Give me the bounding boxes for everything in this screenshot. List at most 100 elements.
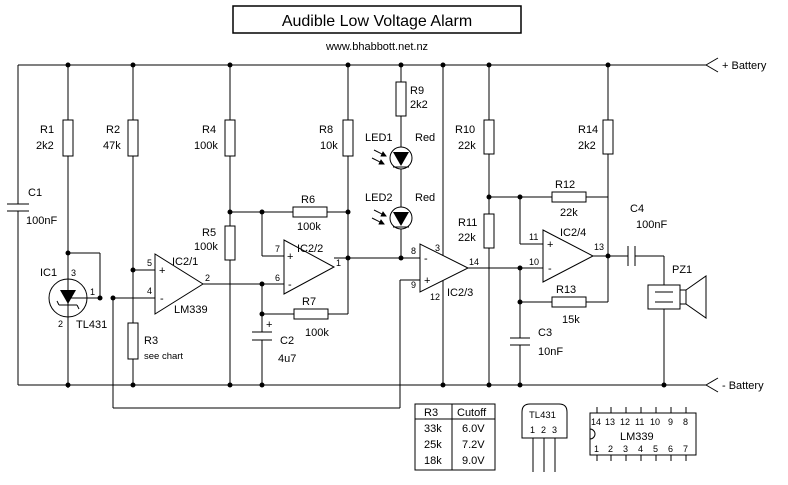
pz1-ref: PZ1 xyxy=(672,264,692,276)
lm339-bottom-pin-6: 6 xyxy=(668,444,673,454)
lm339-top-pin-13: 13 xyxy=(605,417,615,427)
r2-ref: R2 xyxy=(106,124,120,136)
resistor-r6 xyxy=(230,206,348,256)
c2-value: 4u7 xyxy=(278,353,296,365)
r9-value: 2k2 xyxy=(410,99,428,111)
r11-ref: R11 xyxy=(458,217,477,229)
r14-ref: R14 xyxy=(578,124,598,136)
source-url: www.bhabbott.net.nz xyxy=(325,41,428,53)
lm339-bottom-pin-4: 4 xyxy=(638,444,643,454)
resistor-r8 xyxy=(342,65,354,258)
r10-ref: R10 xyxy=(455,124,475,136)
comparator-ic2-3 xyxy=(113,65,520,409)
ic2-3-pin-3: 3 xyxy=(435,243,440,253)
resistor-r1 xyxy=(62,65,74,253)
ic2-4-pin-10: 10 xyxy=(529,257,539,267)
ic2-1-pin-4: 4 xyxy=(147,286,152,296)
ic2-3-minus: - xyxy=(424,253,428,265)
r7-value: 100k xyxy=(305,327,329,339)
comparator-ic2-1 xyxy=(112,253,262,408)
positive-rail xyxy=(18,57,719,73)
r8-ref: R8 xyxy=(319,124,333,136)
ic2-2-pin-6: 6 xyxy=(275,273,280,283)
ic2-4-pin-11: 11 xyxy=(529,232,538,242)
r1-value: 2k2 xyxy=(36,140,54,152)
lm339-bottom-pin-2: 2 xyxy=(608,444,613,454)
lm339-top-pin-9: 9 xyxy=(668,417,673,427)
ic2-3-pin-12: 12 xyxy=(430,292,440,302)
ic1-tl431 xyxy=(48,252,101,388)
table-row-1-r3: 25k xyxy=(424,439,442,451)
r3-ref: R3 xyxy=(144,335,158,347)
junction-dots xyxy=(65,62,667,388)
ic2-4-pin-13: 13 xyxy=(594,242,604,252)
ic2-1-pin-2: 2 xyxy=(205,273,210,283)
ic1-ref: IC1 xyxy=(40,267,57,279)
r13-ref: R13 xyxy=(556,284,576,296)
resistor-r10 xyxy=(483,65,495,214)
ic2-3-plus: + xyxy=(424,275,430,287)
r13-value: 15k xyxy=(562,314,580,326)
capacitor-c4 xyxy=(627,246,664,266)
resistor-r13 xyxy=(520,256,609,308)
negative-rail xyxy=(18,377,719,393)
resistor-r3 xyxy=(127,322,139,385)
resistor-r9 xyxy=(395,65,407,148)
lm339-top-pin-14: 14 xyxy=(591,417,601,427)
lm339-top-pin-11: 11 xyxy=(635,417,644,427)
led1-ref: LED1 xyxy=(365,132,393,144)
cutoff-table xyxy=(414,403,496,471)
r11-value: 22k xyxy=(458,232,476,244)
resistor-r5 xyxy=(224,225,236,385)
c1-ref: C1 xyxy=(28,187,42,199)
table-row-2-r3: 18k xyxy=(424,455,442,467)
ic2-3-pin-8: 8 xyxy=(411,246,416,256)
resistor-r14 xyxy=(602,65,614,197)
negative-rail-label: - Battery xyxy=(722,380,764,392)
r12-ref: R12 xyxy=(555,179,575,191)
ic2-4-ref: IC2/4 xyxy=(560,227,586,239)
resistor-r7 xyxy=(262,258,349,320)
table-header-cutoff: Cutoff xyxy=(457,407,487,419)
lm339-top-pin-10: 10 xyxy=(650,417,660,427)
tl431-pin-3: 3 xyxy=(552,425,557,435)
led2-ref: LED2 xyxy=(365,192,393,204)
r4-value: 100k xyxy=(194,140,218,152)
resistor-r11 xyxy=(483,213,495,385)
tl431-pin-2: 2 xyxy=(541,425,546,435)
r7-ref: R7 xyxy=(302,296,316,308)
positive-rail-label: + Battery xyxy=(722,60,767,72)
led-led2 xyxy=(371,206,413,258)
table-row-0-r3: 33k xyxy=(424,423,442,435)
tl431-package xyxy=(521,403,568,472)
ic1-value: TL431 xyxy=(76,319,107,331)
ic2-3-ref: IC2/3 xyxy=(447,287,473,299)
lm339-package xyxy=(589,407,697,461)
capacitor-c2 xyxy=(252,331,272,385)
ic2-1-pin-5: 5 xyxy=(147,258,152,268)
r14-value: 2k2 xyxy=(578,140,596,152)
ic2-4-minus: - xyxy=(548,263,552,275)
ic2-2-plus: + xyxy=(287,251,293,263)
lm339-package-name: LM339 xyxy=(620,431,654,443)
led2-value: Red xyxy=(415,192,435,204)
table-row-2-cutoff: 9.0V xyxy=(462,455,485,467)
c4-ref: C4 xyxy=(630,203,644,215)
ic2-2-ref: IC2/2 xyxy=(297,243,323,255)
ic2-3-pin-9: 9 xyxy=(411,280,416,290)
r10-value: 22k xyxy=(458,140,476,152)
r8-value: 10k xyxy=(320,140,338,152)
c4-value: 100nF xyxy=(636,219,667,231)
diagram-title: Audible Low Voltage Alarm xyxy=(282,13,472,30)
r9-ref: R9 xyxy=(410,85,424,97)
c3-value: 10nF xyxy=(538,346,563,358)
r5-value: 100k xyxy=(194,241,218,253)
ic1-pin-2: 2 xyxy=(58,319,63,329)
r4-ref: R4 xyxy=(202,124,216,136)
r5-ref: R5 xyxy=(202,227,216,239)
title-box xyxy=(232,5,522,34)
tl431-package-name: TL431 xyxy=(529,410,556,421)
ic2-3-pin-14: 14 xyxy=(469,257,479,267)
ic2-1-plus: + xyxy=(159,265,165,277)
c1-value: 100nF xyxy=(26,215,57,227)
